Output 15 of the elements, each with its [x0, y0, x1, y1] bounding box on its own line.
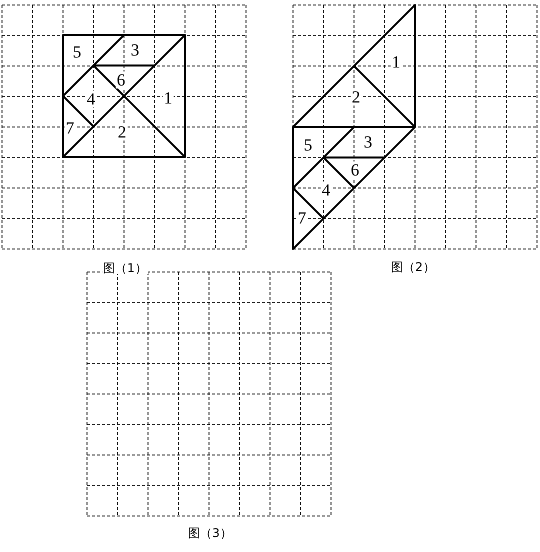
piece-number: 2 [116, 124, 128, 140]
piece-number: 7 [296, 210, 308, 226]
piece-number: 2 [350, 88, 362, 106]
piece-number: 3 [130, 42, 140, 58]
piece-number: 4 [86, 90, 96, 108]
piece-number: 5 [302, 136, 314, 154]
piece-number: 7 [64, 120, 76, 136]
figure-caption: 图（1） [102, 262, 148, 274]
piece-number: 3 [362, 134, 374, 150]
piece-number: 6 [116, 72, 126, 88]
piece-number: 1 [390, 54, 402, 70]
piece-number: 5 [72, 44, 82, 60]
piece-number: 4 [320, 182, 332, 198]
piece-number: 1 [162, 90, 174, 106]
piece-number: 6 [350, 162, 360, 178]
